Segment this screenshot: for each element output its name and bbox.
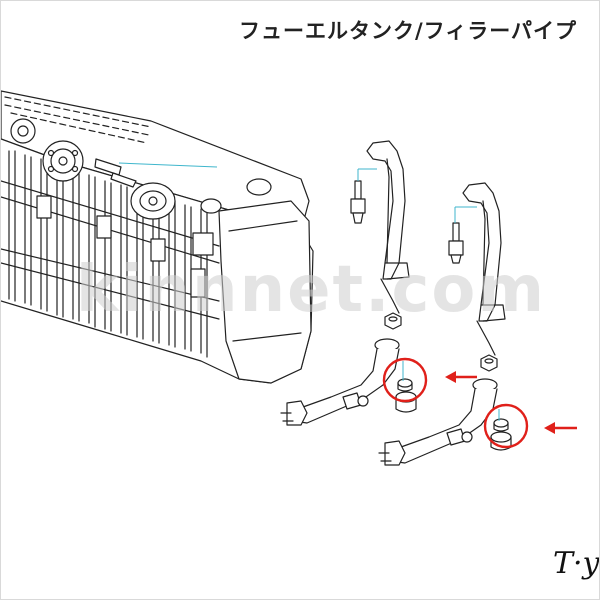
nut-left bbox=[384, 312, 402, 330]
clamp-left bbox=[342, 392, 369, 410]
ring-part-left bbox=[397, 378, 413, 392]
arrow-left bbox=[445, 371, 477, 383]
nut-right bbox=[480, 354, 498, 372]
fuel-tank bbox=[1, 90, 314, 384]
highlight-circle-left bbox=[382, 357, 428, 403]
clamp-right bbox=[446, 428, 473, 446]
filler-pipe-upper-right bbox=[462, 182, 506, 356]
ring-part-right bbox=[493, 418, 509, 432]
page-title: フューエルタンク/フィラーパイプ bbox=[238, 19, 577, 43]
filler-neck-lower-right bbox=[378, 378, 498, 466]
filler-neck-lower-left bbox=[280, 338, 400, 426]
red-highlights bbox=[382, 357, 529, 449]
vent-bolt-right bbox=[448, 222, 464, 264]
arrow-right bbox=[544, 422, 577, 434]
callout-leaders bbox=[118, 162, 500, 421]
highlight-circle-right bbox=[483, 403, 529, 449]
vent-bolt-left bbox=[350, 180, 366, 224]
filler-pipe-upper-left bbox=[366, 140, 410, 314]
watermark: kinnnet.com bbox=[76, 253, 546, 327]
signature: T·y bbox=[553, 546, 599, 581]
